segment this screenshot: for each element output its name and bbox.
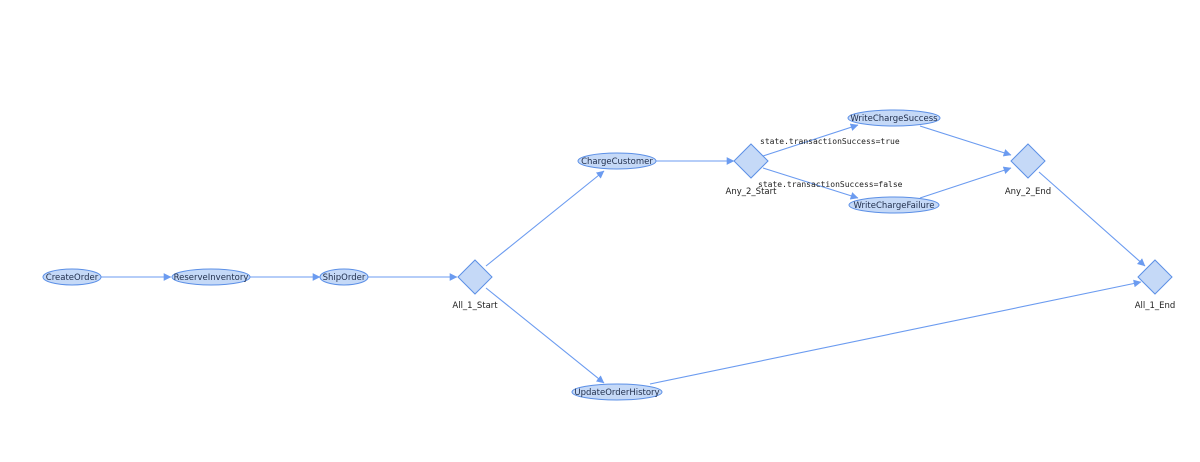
node-any2end[interactable]: Any_2_End [1005, 143, 1051, 197]
edge-any2start-writechargesuccess [762, 123, 859, 157]
edge-label-transaction-success-false: state.transactionSuccess=false [758, 180, 903, 189]
node-label: UpdateOrderHistory [574, 388, 659, 398]
edges [101, 123, 1146, 385]
edge-all1start-updateorderhistory [485, 287, 605, 384]
edge-any2end-all1end [1038, 171, 1146, 267]
node-reserveinventory[interactable]: ReserveInventory [171, 268, 251, 286]
edge-updateorderhistory-all1end [649, 279, 1142, 385]
edge-any2start-writechargefailure [762, 167, 859, 200]
node-all1end[interactable]: All_1_End [1135, 259, 1176, 311]
edge-writechargefailure-any2end [919, 166, 1012, 199]
node-label: WriteChargeSuccess [850, 114, 938, 124]
node-writechargefailure[interactable]: WriteChargeFailure [848, 196, 940, 214]
node-label: ChargeCustomer [581, 157, 653, 167]
edge-label-transaction-success-true: state.transactionSuccess=true [760, 137, 900, 146]
node-shiporder[interactable]: ShipOrder [319, 268, 369, 286]
node-all1start[interactable]: All_1_Start [452, 259, 498, 311]
node-chargecustomer[interactable]: ChargeCustomer [577, 152, 657, 170]
node-label: All_1_Start [452, 301, 498, 311]
node-label: Any_2_End [1005, 187, 1051, 197]
edge-writechargesuccess-any2end [919, 125, 1012, 157]
node-writechargesuccess[interactable]: WriteChargeSuccess [847, 109, 941, 127]
node-updateorderhistory[interactable]: UpdateOrderHistory [571, 383, 663, 401]
node-createorder[interactable]: CreateOrder [42, 268, 102, 286]
node-label: CreateOrder [46, 273, 99, 283]
node-label: ShipOrder [323, 273, 366, 283]
node-label: WriteChargeFailure [854, 201, 935, 211]
node-label: All_1_End [1135, 301, 1176, 311]
edge-all1start-chargecustomer [485, 170, 605, 267]
node-any2start[interactable]: Any_2_Start [726, 143, 778, 197]
node-label: ReserveInventory [174, 273, 249, 283]
node-label: Any_2_Start [726, 187, 778, 197]
